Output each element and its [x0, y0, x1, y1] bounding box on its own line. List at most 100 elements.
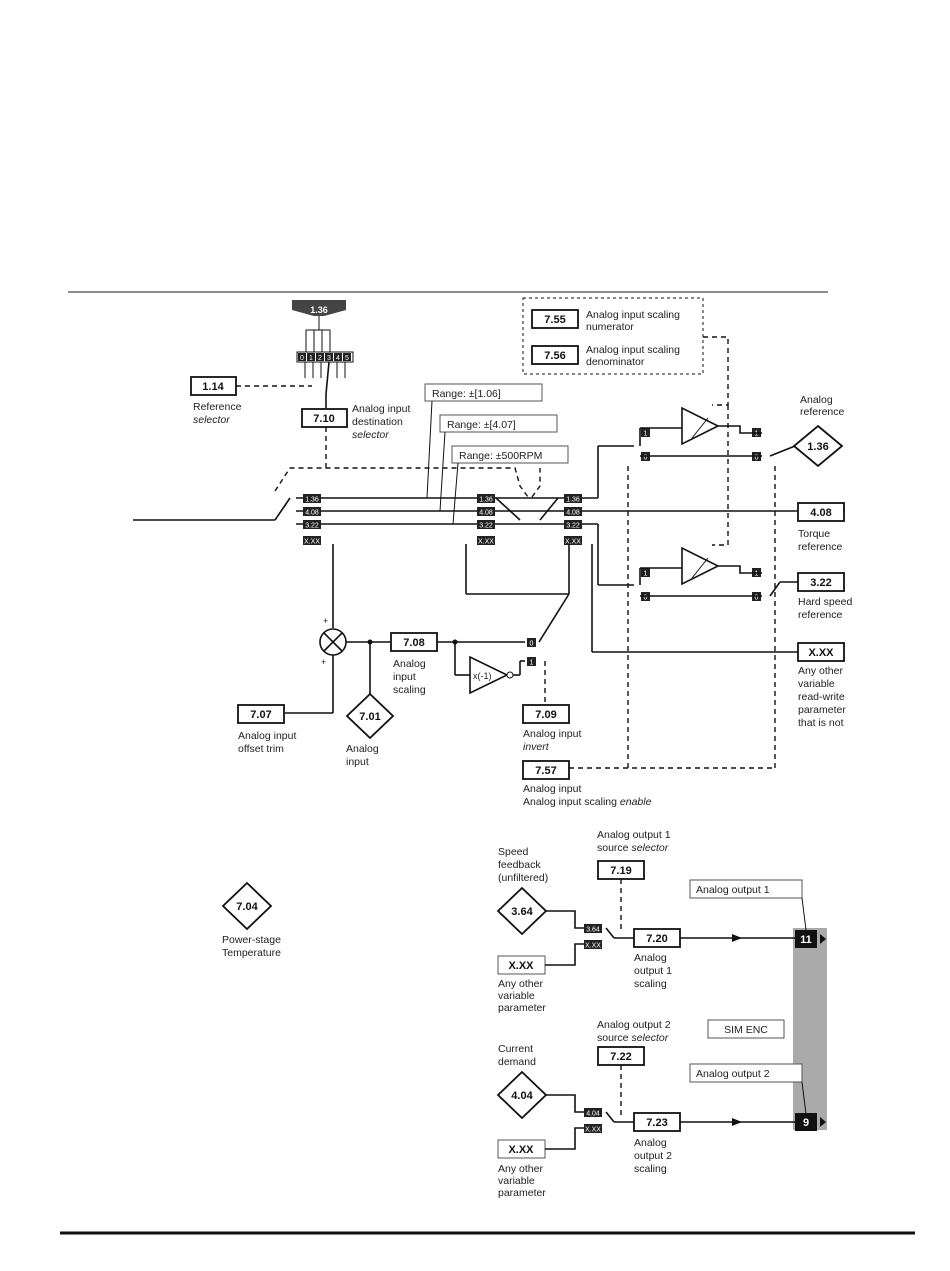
sim-enc-label: SIM ENC	[724, 1024, 768, 1036]
param-4-08: 4.08	[810, 507, 831, 519]
scale-num-l2: numerator	[586, 321, 634, 333]
range-box-2	[439, 414, 558, 433]
aout2-title-box	[689, 1063, 803, 1083]
terminal-11	[795, 930, 817, 948]
sel-c-tag-3-22: 3.22	[564, 520, 582, 530]
param-7-04-diamond	[221, 881, 273, 931]
analog-input-l1: Analog	[346, 743, 379, 755]
svg-text:3.22: 3.22	[305, 523, 319, 530]
offset-trim-l1: Analog input	[238, 730, 296, 742]
speed-fb-l1: Speed	[498, 846, 529, 858]
param-7-23: 7.23	[646, 1117, 667, 1129]
param-3-22: 3.22	[810, 577, 831, 589]
svg-text:X.XX: X.XX	[304, 539, 320, 546]
aout2-src-l1: Analog output 2	[597, 1019, 671, 1031]
svg-text:1: 1	[644, 431, 648, 438]
param-1-14: 1.14	[202, 381, 224, 393]
any-rw-l2: variable	[798, 678, 835, 690]
any-rw-l4: parameter	[798, 704, 846, 716]
aout2-tag-4-04: 4.04	[584, 1108, 602, 1118]
scaling-enable-l2: Analog input scaling enable	[523, 796, 652, 808]
aout1-title-box	[689, 879, 803, 899]
selector-pos-label-4: 4	[336, 355, 340, 362]
svg-text:4.08: 4.08	[566, 510, 580, 517]
hard-speed-l1: Hard speed	[798, 596, 852, 608]
terminal-9-label: 9	[803, 1117, 809, 1129]
svg-text:1: 1	[755, 571, 759, 578]
speed-fb-l2: feedback	[498, 859, 541, 871]
param-7-55: 7.55	[544, 314, 565, 326]
hard-speed-l2: reference	[798, 609, 843, 621]
param-7-22: 7.22	[610, 1051, 631, 1063]
svg-text:1.36: 1.36	[479, 497, 493, 504]
aout1-scaling-l2: output 1	[634, 965, 672, 977]
svg-text:3.22: 3.22	[479, 523, 493, 530]
scaling-frame	[522, 297, 704, 375]
scale-den-l1: Analog input scaling	[586, 344, 680, 356]
any1-l2: variable	[498, 990, 535, 1002]
aout1-src-l2: source selector	[597, 842, 669, 854]
param-xxx-2: X.XX	[508, 960, 534, 972]
power-stage-l2: Temperature	[222, 947, 281, 959]
scaling-enable-l1: Analog input	[523, 783, 581, 795]
svg-text:3.64: 3.64	[586, 927, 600, 934]
torque-ref-l2: reference	[798, 541, 843, 553]
aout1-tag-x-xx: X.XX	[584, 940, 602, 950]
sel-b-tag-4-08: 4.08	[477, 507, 495, 517]
selector-pos-1	[307, 353, 315, 361]
aout2-src-l2: source selector	[597, 1032, 669, 1044]
sel-a-tag-1-36: 1.36	[303, 494, 321, 504]
speed-fb-l3: (unfiltered)	[498, 872, 548, 884]
aout2-scaling-l2: output 2	[634, 1150, 672, 1162]
any-rw-l1: Any other	[798, 665, 843, 677]
param-7-01-diamond	[345, 692, 395, 740]
selector-pos-label-5: 5	[345, 355, 349, 362]
ref-sel-l2: selector	[193, 414, 230, 426]
svg-text:X.XX: X.XX	[585, 1127, 601, 1134]
scaler-1-icon	[681, 406, 720, 446]
param-xxx: X.XX	[808, 647, 834, 659]
selector-pos-2	[316, 353, 324, 361]
ain-scaling-l3: scaling	[393, 684, 426, 696]
param-7-07: 7.07	[250, 709, 271, 721]
param-7-08: 7.08	[403, 637, 424, 649]
selector-pos-label-0: 0	[300, 355, 304, 362]
param-7-57-box	[522, 760, 570, 780]
param-7-19: 7.19	[610, 865, 631, 877]
analog-ref-l1: Analog	[800, 394, 833, 406]
svg-text:4.04: 4.04	[586, 1111, 600, 1118]
param-4-08-box	[797, 502, 845, 522]
any2-l3: parameter	[498, 1187, 546, 1199]
param-3-22-box	[797, 572, 845, 592]
scaler-2-icon	[681, 546, 720, 586]
ain-dest-l1: Analog input	[352, 403, 410, 415]
param-xxx-3: X.XX	[508, 1144, 534, 1156]
range-2: Range: ±[4.07]	[447, 419, 516, 431]
ain-dest-l3: selector	[352, 429, 389, 441]
aout1-title: Analog output 1	[696, 884, 770, 896]
any2-l1: Any other	[498, 1163, 543, 1175]
any-rw-l5: that is not	[798, 717, 844, 729]
selector-pos-label-2: 2	[318, 355, 322, 362]
param-7-04: 7.04	[236, 901, 258, 913]
svg-text:0: 0	[644, 595, 648, 602]
svg-text:0: 0	[530, 641, 534, 648]
sel-c-tag-x-xx: X.XX	[564, 536, 582, 546]
aout1-scaling-l1: Analog	[634, 952, 667, 964]
torque-ref-l1: Torque	[798, 528, 830, 540]
selector-pos-label-3: 3	[327, 355, 331, 362]
param-3-64: 3.64	[511, 906, 533, 918]
svg-text:1: 1	[755, 431, 759, 438]
cur-dem-l2: demand	[498, 1056, 536, 1068]
sel-a-tag-4-08: 4.08	[303, 507, 321, 517]
range-1: Range: ±[1.06]	[432, 388, 501, 400]
svg-text:X.XX: X.XX	[478, 539, 494, 546]
scale-num-l1: Analog input scaling	[586, 309, 680, 321]
param-7-10-box	[301, 408, 348, 428]
param-7-20: 7.20	[646, 933, 667, 945]
svg-text:1: 1	[530, 660, 534, 667]
invert-block-label: x(-1)	[473, 671, 492, 681]
svg-text:0: 0	[755, 455, 759, 462]
param-7-07-box	[237, 704, 285, 724]
